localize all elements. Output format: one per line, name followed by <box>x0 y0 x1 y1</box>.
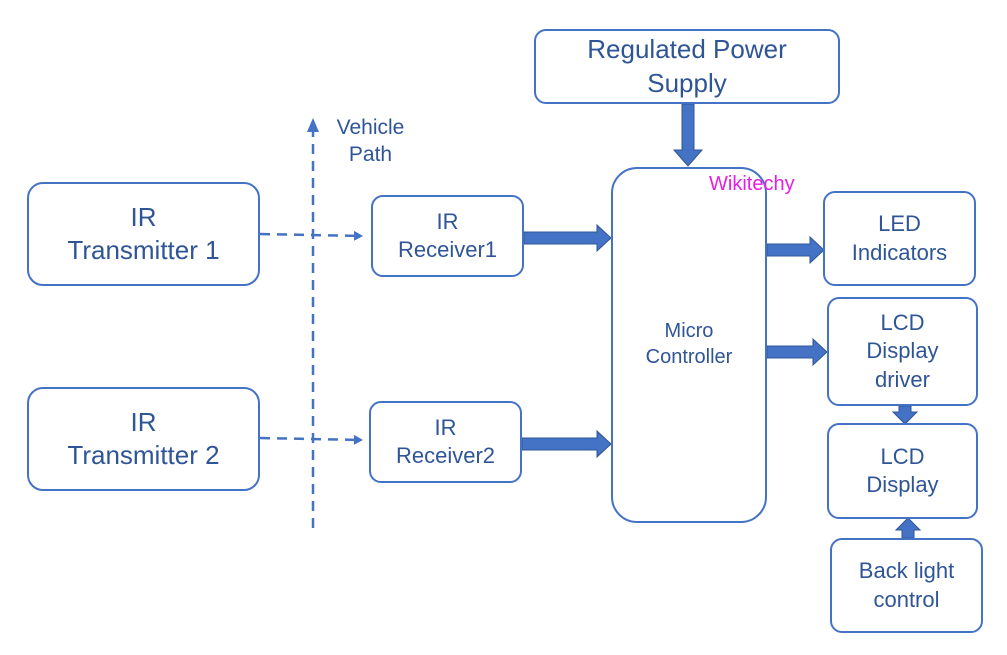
ir-transmitter-2-block-text-line: Transmitter 2 <box>67 440 220 470</box>
lcd-display-driver-block-text-line: LCD <box>880 310 925 336</box>
microcontroller-block-text-line: Controller <box>645 346 733 368</box>
ir-receiver-1-block-text-line: Receiver1 <box>397 237 498 262</box>
arrow-rx1-to-mcu <box>523 223 612 253</box>
back-light-control-block-text-line: Back light <box>858 558 955 584</box>
vehicle-path-label-text-line: Vehicle <box>336 116 405 139</box>
lcd-display-block-text-line: LCD <box>880 443 925 469</box>
ir-transmitter-1-block-text-line: Transmitter 1 <box>67 235 220 265</box>
wikitechy-watermark: Wikitechy <box>709 173 795 195</box>
vehicle-path-arrowhead <box>307 118 319 132</box>
arrow-backlight-to-lcd <box>894 517 922 539</box>
arrow-driver-to-lcd <box>891 405 919 425</box>
vehicle-path-label-text-line: Path <box>348 143 393 167</box>
ir-receiver-1-block-text-line: IR <box>436 208 459 234</box>
ir-receiver-2-block-text-line: Receiver2 <box>395 443 496 468</box>
ir-beam-2 <box>259 434 363 445</box>
regulated-power-supply-block-text-line: Supply <box>647 67 727 98</box>
ir-receiver-2-block: IR Receiver2 <box>369 401 522 483</box>
ir-receiver-2-block-text-line: IR <box>434 414 457 440</box>
lcd-display-driver-block-text-line: Display <box>866 338 939 364</box>
regulated-power-supply-block-text-line: Regulated Power <box>587 34 787 65</box>
ir-beam-1 <box>259 230 363 241</box>
lcd-display-block: LCD Display <box>827 423 978 519</box>
microcontroller-block-text-line: Micro <box>664 320 714 343</box>
arrow-mcu-to-lcd-driver <box>766 337 828 367</box>
arrow-power-to-mcu <box>672 103 704 167</box>
arrow-mcu-to-led <box>766 235 825 265</box>
led-indicators-block-text-line: LED <box>878 211 921 237</box>
ir-transmitter-1-block-text-line: IR <box>130 201 157 232</box>
lcd-display-block-text-line: Display <box>866 472 939 497</box>
lcd-display-driver-block-text-line: driver <box>874 366 930 392</box>
back-light-control-block-text-line: control <box>873 586 940 612</box>
ir-receiver-1-block: IR Receiver1 <box>371 195 524 277</box>
arrow-rx2-to-mcu <box>521 429 612 459</box>
ir-transmitter-2-block-text-line: IR <box>130 406 157 437</box>
led-indicators-block-text-line: Indicators <box>851 239 948 265</box>
